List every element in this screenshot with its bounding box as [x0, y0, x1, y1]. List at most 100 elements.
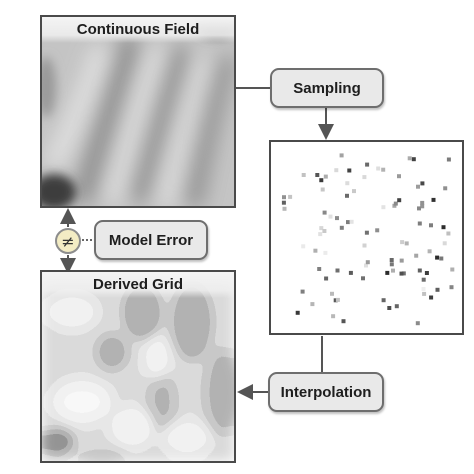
sample-point [348, 270, 353, 275]
sample-point [443, 186, 448, 191]
sample-point [431, 197, 436, 202]
sample-point [450, 267, 455, 272]
model-error-step: Model Error [94, 220, 208, 260]
sample-point [322, 210, 327, 215]
sample-point [301, 173, 306, 177]
derived-grid-image [42, 272, 234, 461]
sample-point [376, 166, 381, 171]
sampling-step: Sampling [270, 68, 384, 108]
sample-point [352, 189, 356, 194]
sample-point [315, 173, 320, 177]
sample-point [362, 175, 367, 180]
sampling-label: Sampling [293, 79, 361, 97]
sample-point [301, 244, 306, 249]
sample-point [364, 230, 369, 235]
sample-point [323, 250, 328, 255]
sample-point [295, 310, 300, 315]
sample-point [399, 271, 404, 276]
sample-point [300, 289, 305, 294]
sample-point [429, 223, 433, 228]
sample-point [417, 206, 421, 211]
sample-point [414, 253, 419, 258]
sample-point [435, 287, 440, 292]
sample-point [397, 174, 401, 179]
sample-point [328, 214, 333, 219]
sample-point [282, 206, 287, 211]
sample-point [420, 200, 425, 205]
sample-point [435, 255, 440, 260]
sample-point [362, 243, 367, 248]
sample-point [381, 205, 386, 210]
sample-point [341, 319, 346, 324]
sample-point [361, 276, 365, 281]
interpolation-step: Interpolation [268, 372, 384, 412]
sample-point [320, 187, 325, 192]
sample-point [317, 267, 322, 271]
sample-point [345, 193, 349, 198]
sample-point [389, 258, 394, 262]
samples-panel [269, 140, 464, 335]
sample-point [401, 271, 406, 276]
sample-point [347, 168, 352, 173]
sample-point [387, 306, 392, 310]
sample-point [446, 231, 451, 236]
sample-point [346, 220, 350, 225]
sample-point [288, 194, 293, 199]
sample-point [375, 228, 380, 233]
sample-point [335, 268, 340, 273]
sample-point [404, 241, 409, 246]
continuous-field-image [42, 17, 234, 206]
sample-point [394, 304, 399, 309]
sample-point [400, 240, 405, 245]
derived-grid-title: Derived Grid [42, 272, 234, 298]
continuous-field-title: Continuous Field [42, 17, 234, 43]
sample-point [365, 162, 370, 167]
derived-grid-panel: Derived Grid [40, 270, 236, 463]
sample-point [381, 298, 386, 303]
sample-point [424, 271, 429, 275]
sample-point [333, 298, 338, 303]
sample-point [415, 321, 420, 326]
sample-point [330, 291, 334, 296]
sample-point [334, 168, 339, 173]
sample-point [318, 232, 323, 237]
sample-point [319, 178, 324, 183]
interpolation-label: Interpolation [280, 383, 372, 401]
continuous-field-panel: Continuous Field [40, 15, 236, 208]
sample-point [420, 204, 425, 209]
sample-point [364, 263, 368, 268]
sample-point [397, 198, 402, 203]
sample-point [441, 225, 446, 230]
sample-point [322, 229, 327, 233]
sample-points-plot [281, 153, 455, 326]
sample-point [393, 201, 398, 206]
sample-point [442, 241, 447, 246]
sample-point [399, 258, 404, 263]
sample-point [422, 291, 427, 296]
sample-point [427, 249, 432, 254]
sample-point [281, 200, 286, 205]
sample-point [417, 221, 422, 226]
sample-point [345, 181, 350, 186]
sample-point [313, 248, 318, 253]
sample-point [439, 256, 444, 261]
sample-point [319, 226, 324, 231]
not-equal-icon: ≠ [55, 228, 81, 254]
sample-point [339, 153, 344, 158]
sample-point [420, 181, 425, 186]
model-error-label: Model Error [108, 231, 194, 249]
sample-point [421, 287, 426, 291]
sample-point [324, 276, 329, 281]
sample-point [331, 314, 336, 319]
sample-point [381, 167, 386, 172]
sample-point [349, 219, 354, 224]
sample-point [416, 184, 420, 189]
sample-point [310, 302, 315, 307]
sample-point [407, 156, 412, 161]
sample-point [335, 297, 340, 302]
sample-point [392, 203, 397, 208]
sample-point [335, 216, 339, 221]
sample-point [417, 268, 422, 273]
